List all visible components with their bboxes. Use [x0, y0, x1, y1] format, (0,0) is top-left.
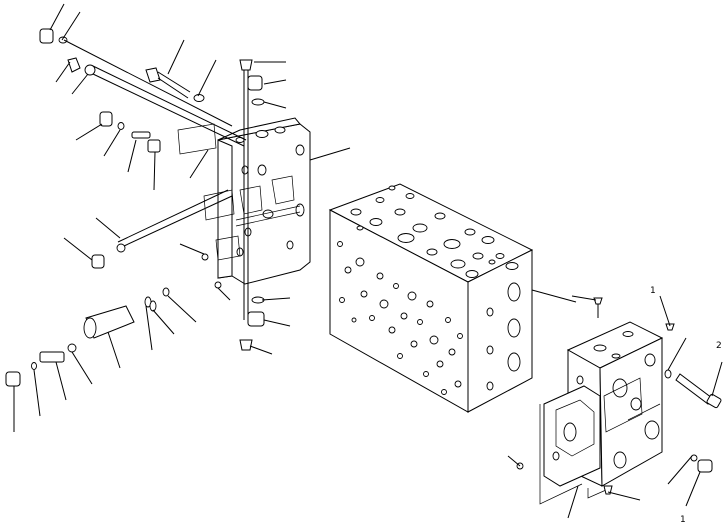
central-valve-block: [328, 183, 577, 413]
right-leader-lines: [507, 295, 723, 519]
callout-label-right-top: 1: [650, 286, 656, 296]
callout-label-far-right: 2: [716, 341, 722, 351]
callout-label-right-bottom: 1: [680, 515, 686, 525]
left-leader-lines: [13, 3, 351, 432]
right-valve-section: [516, 297, 722, 505]
callout-numbers: 1 1 2: [650, 286, 722, 525]
left-section-fittings: [5, 28, 265, 387]
